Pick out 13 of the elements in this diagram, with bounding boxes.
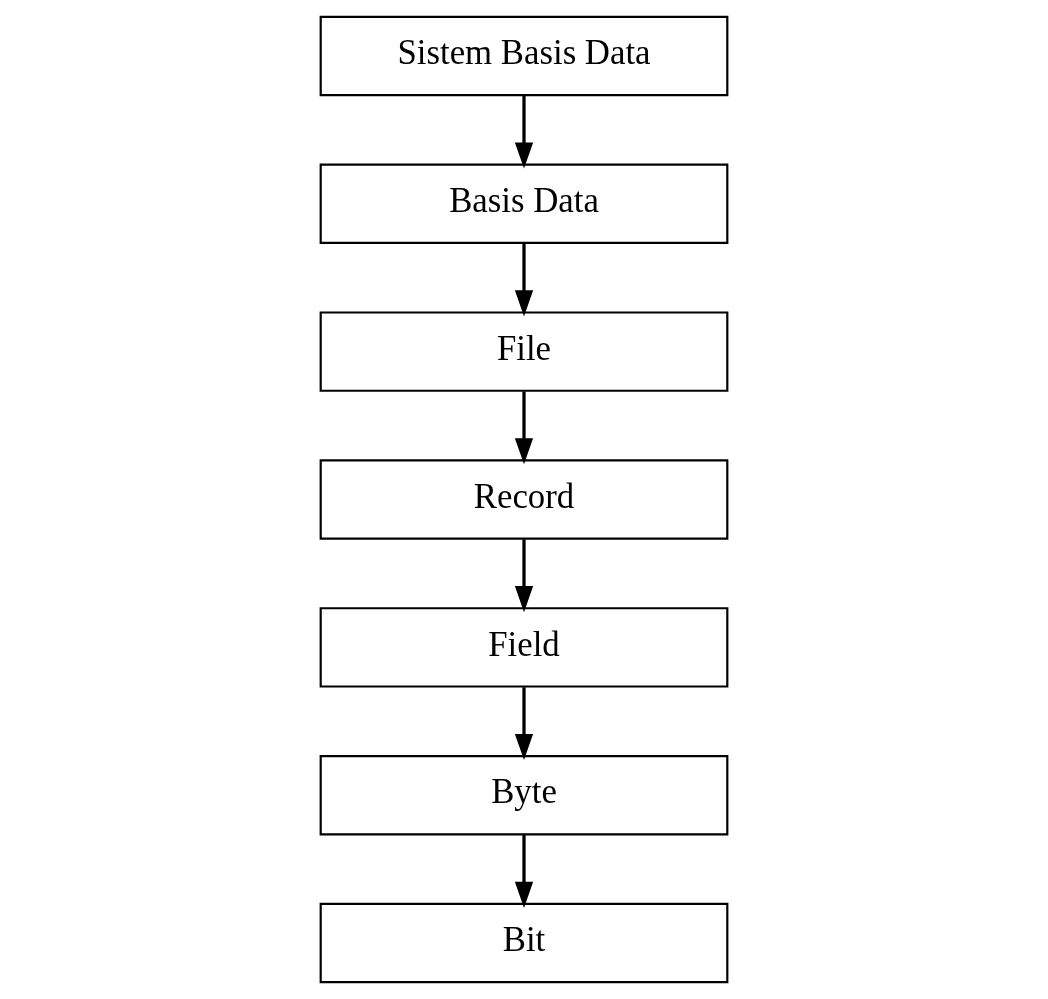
arrow bbox=[514, 243, 534, 317]
arrow bbox=[514, 391, 534, 465]
arrow bbox=[514, 835, 534, 908]
arrow bbox=[514, 95, 534, 169]
node-box: File bbox=[319, 311, 729, 392]
node-box: Basis Data bbox=[319, 163, 729, 244]
node-box: Byte bbox=[319, 755, 729, 836]
node-box: Field bbox=[319, 607, 729, 688]
arrow bbox=[514, 539, 534, 613]
node-box: Bit bbox=[319, 902, 729, 984]
node-box: Record bbox=[319, 459, 729, 540]
node-box: Sistem Basis Data bbox=[319, 15, 729, 97]
arrow bbox=[514, 687, 534, 761]
